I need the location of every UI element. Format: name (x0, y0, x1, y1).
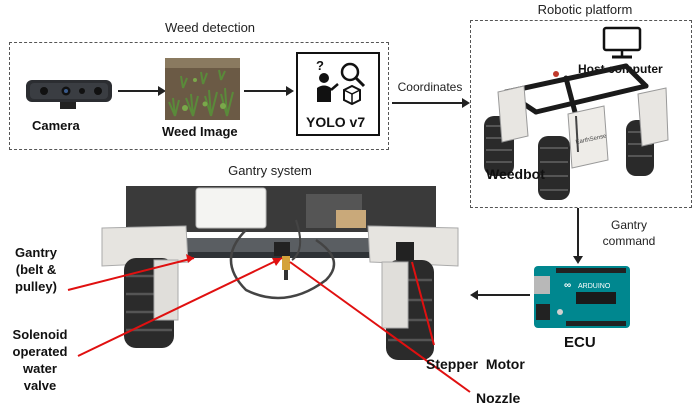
solenoid-label-line1: Solenoid (12, 327, 68, 342)
arrow-gantry-command (573, 208, 583, 264)
camera-label: Camera (32, 118, 80, 133)
gantry-label-line1: Gantry (15, 245, 57, 260)
coordinates-label: Coordinates (397, 80, 463, 94)
weedbot-label: Weedbot (486, 166, 545, 182)
robotic-platform-box (470, 20, 692, 208)
host-computer-icon (602, 26, 642, 59)
gantry-belt-pulley-label: Gantry (belt & pulley) (4, 244, 68, 295)
solenoid-label-line2: operated (12, 344, 68, 359)
gantry-command-label-line2: command (602, 234, 656, 248)
svg-text:∞: ∞ (564, 280, 571, 291)
solenoid-valve-label: Solenoid operated water valve (2, 326, 78, 394)
robotic-platform-title: Robotic platform (537, 2, 633, 17)
yolo-box (296, 52, 380, 136)
solenoid-label-line4: valve (23, 378, 57, 393)
ecu-label: ECU (564, 334, 596, 351)
camera-icon (26, 80, 112, 109)
stepper-motor-label: Stepper Motor (426, 356, 525, 372)
gantry-command-label-line1: Gantry (610, 218, 647, 232)
weed-detection-box (9, 42, 389, 150)
gantry-label-line2: (belt & (15, 262, 57, 277)
svg-text:?: ? (316, 58, 324, 73)
weedbot-robot-image: EarthSense (484, 63, 669, 200)
solenoid-label-line3: water (23, 361, 57, 376)
ai-analysis-icon: ? (316, 58, 366, 106)
gantry-label-line3: pulley) (15, 279, 57, 294)
arrow-image-to-yolo (244, 86, 294, 96)
arrow-ecu-to-gantry (470, 290, 530, 300)
weed-image-thumbnail (165, 58, 240, 120)
weed-detection-title: Weed detection (164, 20, 256, 35)
arrow-camera-to-image (118, 86, 166, 96)
yolo-label: YOLO v7 (306, 114, 366, 130)
gantry-system-title: Gantry system (228, 163, 312, 178)
ecu-arduino-board: ∞ ARDUINO (534, 266, 630, 328)
nozzle-label: Nozzle (476, 390, 521, 406)
gantry-system-image (96, 180, 466, 380)
arrow-coordinates (392, 98, 470, 108)
svg-text:ARDUINO: ARDUINO (578, 283, 611, 290)
weed-image-label: Weed Image (162, 124, 238, 139)
